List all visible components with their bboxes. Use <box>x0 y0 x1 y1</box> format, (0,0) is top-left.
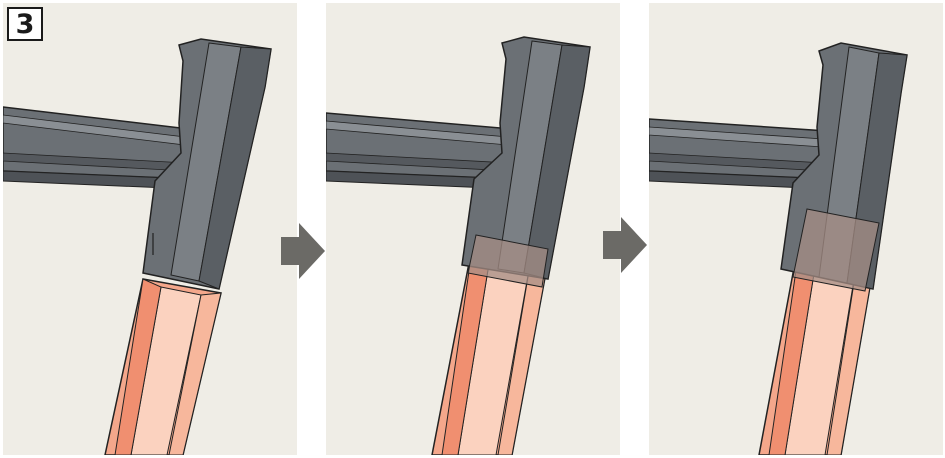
assembly-illustration-partial <box>326 3 620 455</box>
panel-separated: 3 <box>3 3 297 455</box>
next-step-arrow <box>603 217 647 273</box>
right-arrow-icon <box>603 217 647 273</box>
overlap-region <box>793 209 879 291</box>
assembly-illustration-complete <box>649 3 943 455</box>
assembly-illustration-separated <box>3 3 297 455</box>
step-number-badge: 3 <box>7 7 43 41</box>
panel-fully-inserted <box>649 3 943 455</box>
next-step-arrow <box>281 223 325 279</box>
panel-partially-inserted <box>326 3 620 455</box>
post-part <box>105 279 221 455</box>
right-arrow-icon <box>281 223 325 279</box>
